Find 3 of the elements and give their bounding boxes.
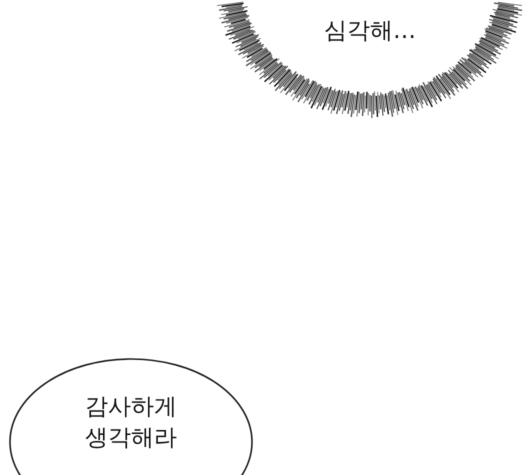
speech-text: 감사하게 생각해라 <box>84 393 178 453</box>
speech-bubble <box>8 357 254 475</box>
speech-text: 심각해… <box>323 17 417 46</box>
